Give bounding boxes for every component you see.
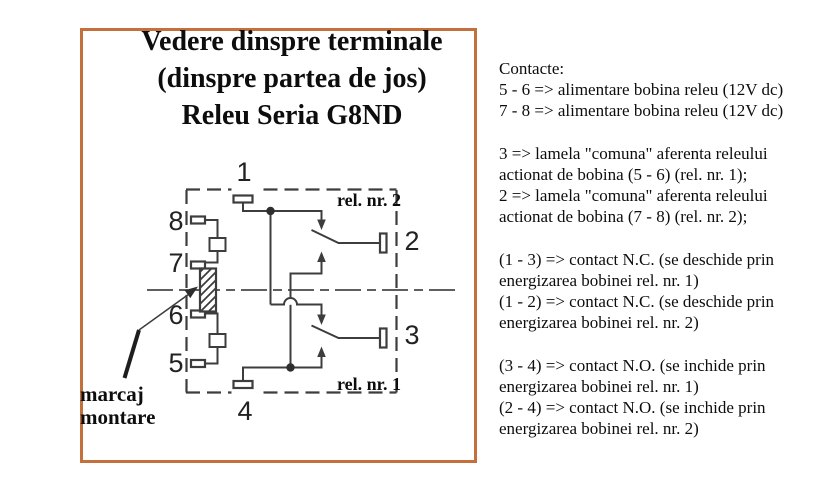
relay1-label: rel. nr. 1 [336,374,401,394]
terminal-7-pad [189,260,207,270]
wire-coil2-top [205,219,219,238]
terminal-2-pad [378,232,388,254]
note-line: (1 - 3) => contact N.C. (se deschide pri… [499,250,775,269]
notes-heading: Contacte: [499,59,565,78]
no2-arrow [317,251,326,262]
terminal-6-pad [189,309,207,319]
terminal-7-label: 7 [168,248,184,278]
coil-1 [208,333,227,348]
notes-group-coils: 5 - 6 => alimentare bobina releu (12V dc… [499,79,829,121]
wire-coil1-top [205,312,219,334]
pointer-stroke-thick [122,329,141,379]
terminal-1-pad [232,194,254,204]
terminal-5-pad [189,358,207,369]
notes-group-no: (3 - 4) => contact N.O. (se inchide prin… [499,355,829,439]
coil-2 [208,237,227,252]
notes-group-commons: 3 => lamela "comuna" aferenta releului a… [499,143,829,227]
note-line: energizarea bobinei rel. nr. 1) [499,271,699,290]
note-line: 2 => lamela "comuna" aferenta releului [499,186,768,205]
nc1-arrow [317,314,326,325]
note-line: 7 - 8 => alimentare bobina releu (12V dc… [499,101,784,120]
note-line: energizarea bobinei rel. nr. 1) [499,377,699,396]
wiring [205,202,380,381]
wire-terminal1-nc2 [242,202,323,221]
wire-terminal4 [242,357,323,381]
note-line: energizarea bobinei rel. nr. 2) [499,419,699,438]
junction-dot-bottom [286,363,295,372]
mounting-mark-label-line2: montare [80,405,156,429]
no1-arrow [317,346,326,357]
terminal-8-pad [189,215,207,225]
terminal-3-pad [378,327,388,349]
terminal-3-label: 3 [404,320,420,350]
note-line: energizarea bobinei rel. nr. 2) [499,313,699,332]
relay2-contact-blade [311,229,380,244]
wire-coil2-bottom [205,251,219,264]
relay1-contact-blade [311,324,380,339]
title-line-2: (dinspre partea de jos) [157,63,427,94]
terminal-6-label: 6 [168,300,184,330]
note-line: actionat de bobina (7 - 8) (rel. nr. 2); [499,207,748,226]
junction-dot-top [266,206,275,216]
note-line: (2 - 4) => contact N.O. (se inchide prin [499,398,766,417]
terminal-8-label: 8 [168,206,184,236]
note-line: 3 => lamela "comuna" aferenta releului [499,144,768,163]
relay2-label: rel. nr. 2 [336,190,401,210]
title-line-1: Vedere dinspre terminale [141,26,443,57]
note-line: (1 - 2) => contact N.C. (se deschide pri… [499,292,775,311]
terminal-4-pad [232,379,254,390]
mounting-mark-hatch [198,267,218,313]
nc2-arrow [317,219,326,230]
wire-coil1-bottom [205,347,219,365]
note-line: (3 - 4) => contact N.O. (se inchide prin [499,356,766,375]
contact-notes: Contacte: 5 - 6 => alimentare bobina rel… [499,58,829,461]
terminal-1-label: 1 [236,157,252,187]
mounting-mark-label-line1: marcaj [80,382,144,406]
note-line: 5 - 6 => alimentare bobina releu (12V dc… [499,80,784,99]
title-line-3: Releu Seria G8ND [181,100,403,131]
wire-hop-nc1 [270,297,323,315]
terminal-2-label: 2 [404,226,420,256]
pointer-stroke-thin [138,293,190,331]
notes-group-nc: (1 - 3) => contact N.C. (se deschide pri… [499,249,829,333]
terminal-4-label: 4 [237,396,253,426]
terminal-5-label: 5 [168,348,184,378]
wire-no2-down [289,261,323,298]
terminal-pads [189,194,388,390]
pointer-arrowhead [184,286,198,299]
pointer-arrow [122,286,198,379]
relay-outline [185,188,398,394]
diagram-panel [80,28,477,463]
contact-arrows [317,219,326,357]
diagram-title: Vedere dinspre terminale (dinspre partea… [85,23,473,134]
note-line: actionat de bobina (5 - 6) (rel. nr. 1); [499,165,748,184]
